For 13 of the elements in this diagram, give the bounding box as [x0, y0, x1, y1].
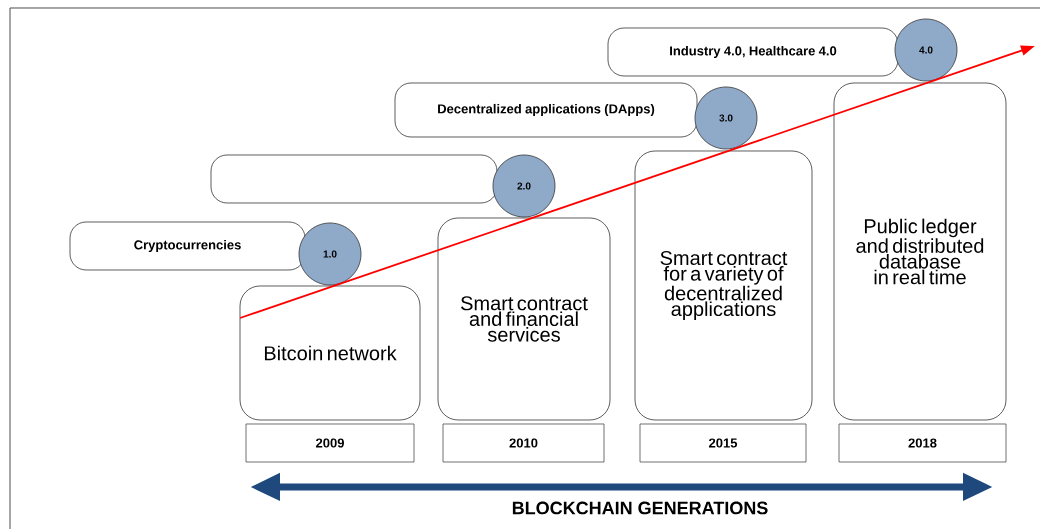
pill-label: Cryptocurrencies — [69, 221, 306, 271]
description-box: Smart contract and financial services — [437, 217, 611, 421]
axis-title: BLOCKCHAIN GENERATIONS — [512, 501, 768, 515]
description-box: Smart contract for a variety of decentralized applications — [634, 150, 813, 421]
year-box: 2009 — [245, 423, 415, 463]
description-box: Bitcoin network — [239, 285, 421, 421]
pill-label: Industry 4.0, Healthcare 4.0 — [607, 27, 899, 77]
year-box: 2010 — [442, 423, 605, 463]
pill-label: Decentralized applications (DApps) — [394, 82, 698, 138]
year-box: 2015 — [639, 423, 807, 463]
year-box: 2018 — [838, 423, 1007, 463]
description-box: Public ledger and distributed database in real time — [833, 82, 1007, 421]
pill-box — [210, 154, 498, 204]
